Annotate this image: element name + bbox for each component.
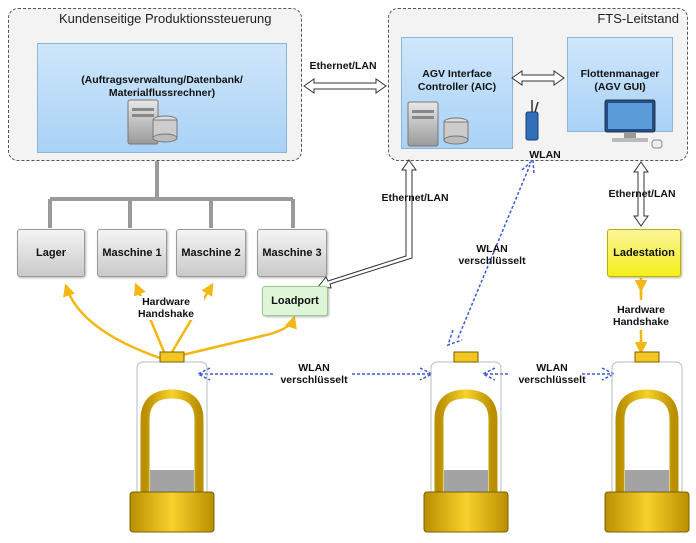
ethernet-label-top: Ethernet/LAN <box>309 60 377 72</box>
wlan-encrypted-label-left: WLAN verschlüsselt <box>280 362 348 386</box>
ethernet-label-mid: Ethernet/LAN <box>381 192 449 204</box>
station-ladestation: Ladestation <box>607 229 681 277</box>
monitor-icon <box>604 99 663 149</box>
aic-fleet-arrow <box>511 70 565 86</box>
hardware-handshake-label-left: Hardware Handshake <box>128 296 204 320</box>
production-control-panel-label: (Auftragsverwaltung/Datenbank/ Materialf… <box>81 74 243 99</box>
agv-robot-left <box>129 351 215 533</box>
station-maschine-2: Maschine 2 <box>176 229 246 277</box>
aic-label: AGV Interface Controller (AIC) <box>417 68 497 93</box>
wlan-encrypted-label-center: WLAN verschlüsselt <box>458 243 526 267</box>
fleet-manager-label: Flottenmanager (AGV GUI) <box>580 68 660 93</box>
machine-tree-lines <box>48 161 295 228</box>
server-icon <box>127 99 178 145</box>
ethernet-arrow-mid <box>317 159 417 289</box>
station-loadport: Loadport <box>262 286 328 316</box>
wlan-encrypted-label-right: WLAN verschlüsselt <box>518 362 586 386</box>
agv-robot-right <box>604 351 690 533</box>
ethernet-arrow-top <box>303 78 387 94</box>
hardware-handshake-label-right: Hardware Handshake <box>603 304 679 328</box>
wlan-router-icon <box>525 100 539 141</box>
station-maschine-3: Maschine 3 <box>257 229 327 277</box>
ethernet-label-right: Ethernet/LAN <box>608 188 676 200</box>
station-lager: Lager <box>17 229 85 277</box>
production-control-title: Kundenseitige Produktionssteuerung <box>59 11 272 26</box>
agv-robot-middle <box>423 351 509 533</box>
fts-control-center-title: FTS-Leitstand <box>597 11 679 26</box>
wlan-dashed-arrows <box>196 158 616 381</box>
wlan-label: WLAN <box>529 149 561 161</box>
station-maschine-1: Maschine 1 <box>97 229 167 277</box>
ethernet-arrow-right <box>633 161 649 227</box>
aic-server-icon <box>407 101 469 147</box>
production-control-box: Kundenseitige Produktionssteuerung (Auft… <box>8 8 302 161</box>
